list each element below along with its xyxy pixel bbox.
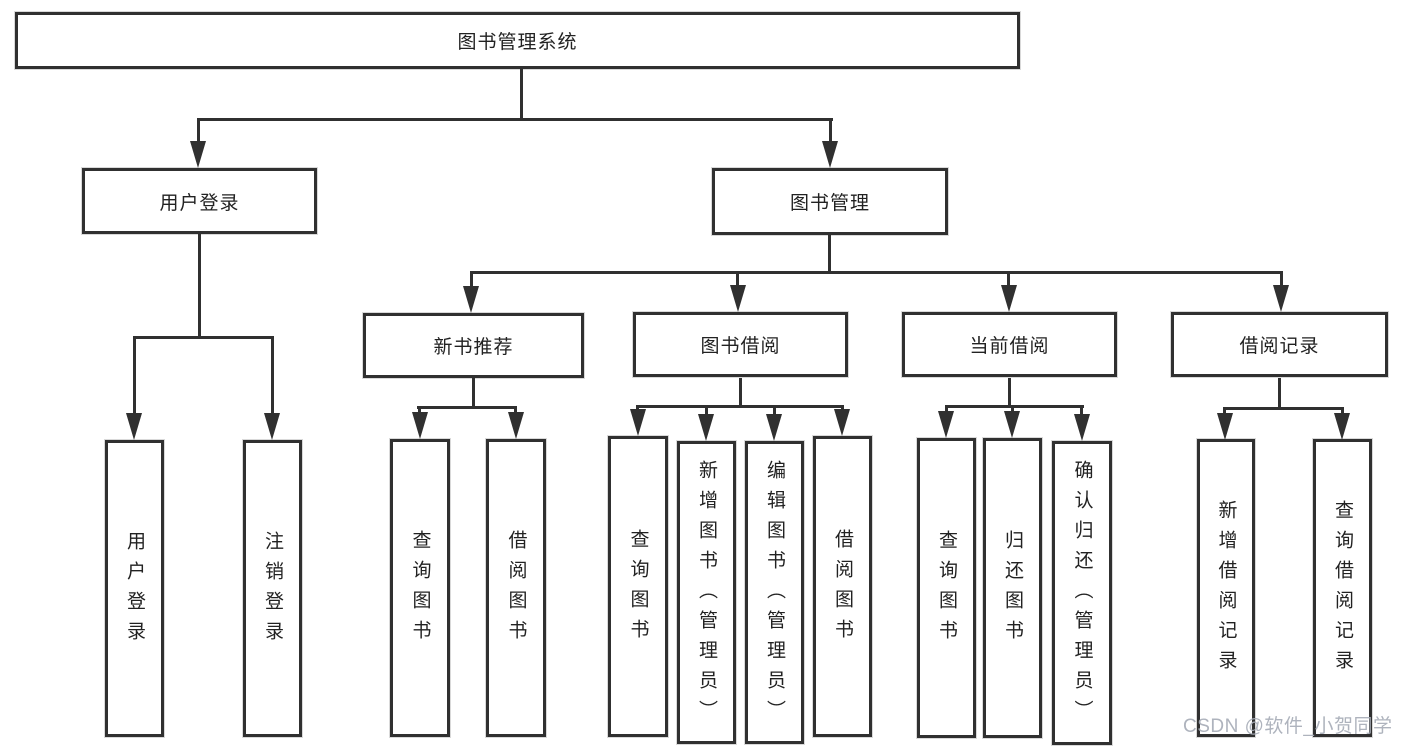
connector-line bbox=[197, 118, 200, 145]
leaf-edit-book-admin: 编辑图书（管理员） bbox=[745, 441, 804, 744]
connector-line bbox=[1278, 378, 1281, 410]
leaf-query-borrow-record: 查询借阅记录 bbox=[1313, 439, 1372, 737]
connector-line bbox=[133, 336, 136, 414]
connector-line bbox=[736, 271, 739, 286]
node-book-management: 图书管理 bbox=[712, 168, 948, 235]
arrow-down-icon bbox=[126, 413, 142, 440]
connector-line bbox=[1223, 407, 1344, 410]
connector-line bbox=[1223, 407, 1226, 414]
leaf-query-books-3: 查询图书 bbox=[917, 438, 976, 738]
leaf-user-login: 用户登录 bbox=[105, 440, 164, 737]
connector-line bbox=[945, 405, 1084, 408]
connector-line bbox=[636, 405, 844, 408]
connector-line bbox=[418, 406, 421, 414]
arrow-down-icon bbox=[730, 285, 746, 312]
leaf-confirm-return-admin: 确认归还（管理员） bbox=[1052, 441, 1112, 745]
leaf-query-books-1: 查询图书 bbox=[390, 439, 450, 737]
leaf-add-book-admin: 新增图书（管理员） bbox=[677, 441, 736, 744]
node-borrow-records: 借阅记录 bbox=[1171, 312, 1388, 377]
connector-line bbox=[470, 271, 1283, 274]
arrow-down-icon bbox=[1217, 413, 1233, 440]
arrow-down-icon bbox=[1074, 414, 1090, 441]
arrow-down-icon bbox=[1273, 285, 1289, 312]
connector-line bbox=[197, 118, 833, 121]
leaf-query-books-2: 查询图书 bbox=[608, 436, 668, 737]
connector-line bbox=[1080, 405, 1083, 416]
node-current-borrow: 当前借阅 bbox=[902, 312, 1117, 377]
arrow-down-icon bbox=[630, 409, 646, 436]
connector-line bbox=[739, 378, 742, 408]
connector-line bbox=[841, 405, 844, 411]
node-new-book-recommend: 新书推荐 bbox=[363, 313, 584, 378]
leaf-borrow-books-1: 借阅图书 bbox=[486, 439, 546, 737]
arrow-down-icon bbox=[938, 411, 954, 438]
arrow-down-icon bbox=[698, 414, 714, 441]
arrow-down-icon bbox=[264, 413, 280, 440]
connector-line bbox=[520, 68, 523, 120]
connector-line bbox=[198, 233, 201, 339]
connector-line bbox=[828, 235, 831, 273]
arrow-down-icon bbox=[822, 141, 838, 168]
node-root: 图书管理系统 bbox=[15, 12, 1020, 69]
arrow-down-icon bbox=[766, 414, 782, 441]
connector-line bbox=[133, 336, 274, 339]
connector-line bbox=[636, 405, 639, 411]
arrow-down-icon bbox=[463, 286, 479, 313]
connector-line bbox=[1007, 271, 1010, 286]
connector-line bbox=[1011, 405, 1014, 413]
connector-line bbox=[271, 336, 274, 414]
arrow-down-icon bbox=[834, 409, 850, 436]
connector-line bbox=[1280, 271, 1283, 286]
connector-line bbox=[417, 406, 517, 409]
connector-line bbox=[773, 405, 776, 416]
connector-line bbox=[829, 118, 832, 145]
connector-line bbox=[945, 405, 948, 413]
arrow-down-icon bbox=[1334, 413, 1350, 440]
connector-line bbox=[1008, 378, 1011, 408]
node-user-login: 用户登录 bbox=[82, 168, 317, 234]
arrow-down-icon bbox=[508, 412, 524, 439]
arrow-down-icon bbox=[190, 141, 206, 168]
csdn-watermark: CSDN @软件_小贺同学 bbox=[1183, 716, 1393, 737]
connector-line bbox=[472, 378, 475, 409]
leaf-return-book: 归还图书 bbox=[983, 438, 1042, 738]
leaf-logout: 注销登录 bbox=[243, 440, 302, 737]
arrow-down-icon bbox=[1001, 285, 1017, 312]
arrow-down-icon bbox=[412, 412, 428, 439]
connector-line bbox=[514, 406, 517, 414]
connector-line bbox=[705, 405, 708, 416]
arrow-down-icon bbox=[1004, 411, 1020, 438]
connector-line bbox=[1341, 407, 1344, 414]
node-book-borrow: 图书借阅 bbox=[633, 312, 848, 377]
leaf-borrow-books-2: 借阅图书 bbox=[813, 436, 872, 737]
leaf-add-borrow-record: 新增借阅记录 bbox=[1197, 439, 1255, 737]
connector-line bbox=[470, 271, 473, 287]
